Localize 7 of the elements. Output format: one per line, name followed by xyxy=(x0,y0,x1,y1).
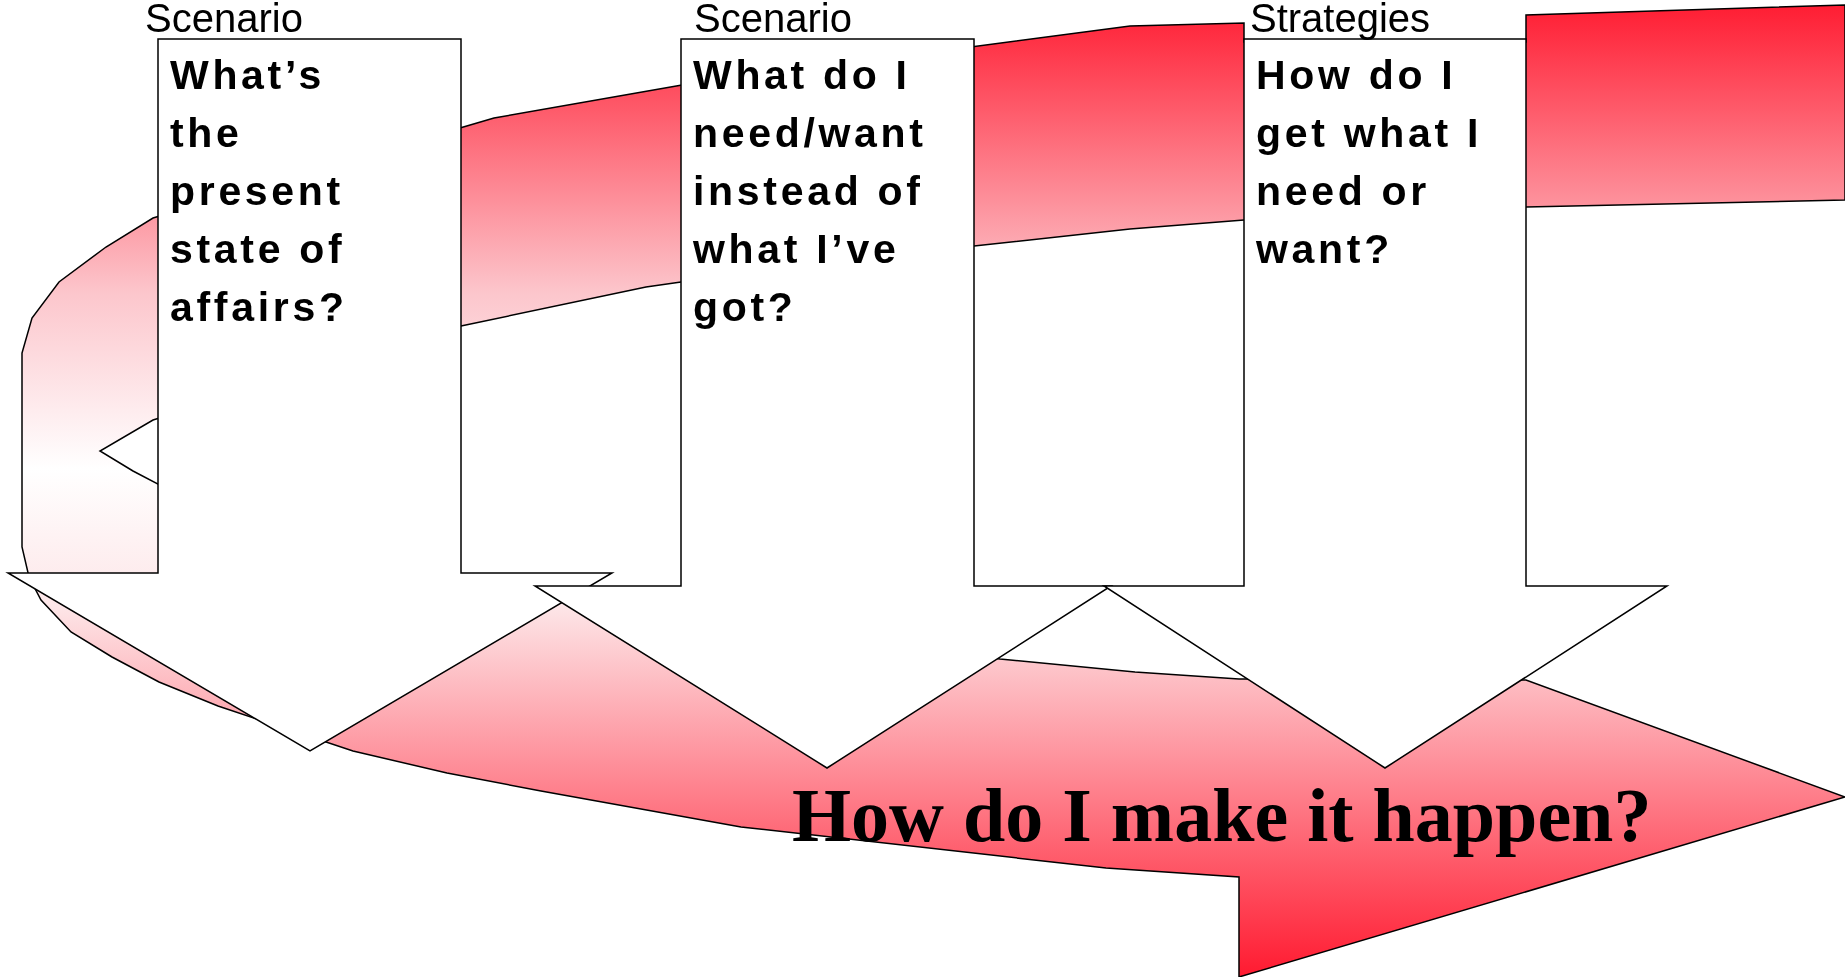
question-text: What do I need/want instead of what I’ve got? xyxy=(693,51,928,332)
column-heading: Scenario xyxy=(694,0,852,38)
column-heading: Strategies xyxy=(1250,0,1431,38)
slogan-text: How do I make it happen? xyxy=(792,772,1652,859)
question-text: How do I get what I need or want? xyxy=(1256,51,1483,274)
question-text: What’s the present state of affairs? xyxy=(170,51,349,332)
column-heading: Scenario xyxy=(145,0,303,38)
